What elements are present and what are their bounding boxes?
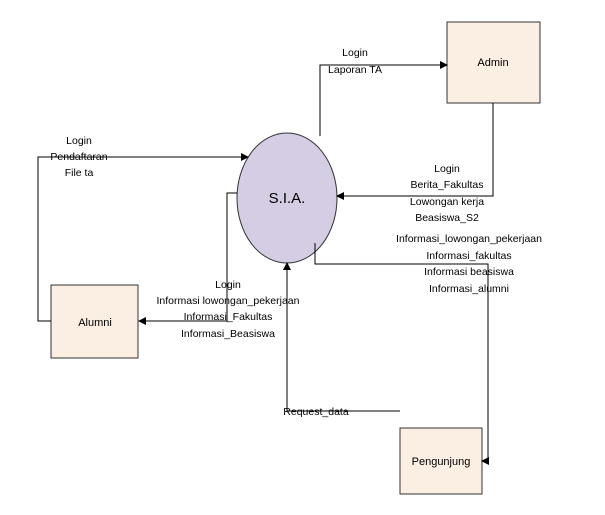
flow-label-line: Laporan TA xyxy=(328,64,382,76)
flow-label-line: Request_data xyxy=(283,406,349,418)
flow-label-line: Informasi_alumni xyxy=(429,283,509,295)
flow-label-line: Lowongan kerja xyxy=(410,196,484,208)
admin-entity xyxy=(446,21,541,104)
flow-label-line: Pendaftaran xyxy=(50,151,107,163)
pengunjung-entity xyxy=(399,427,483,495)
flow-label-line: Informasi lowongan_pekerjaan xyxy=(156,295,299,307)
label-sia-to-alumni: Login Informasi lowongan_pekerjaan Infor… xyxy=(156,279,299,340)
label-sia-to-admin: Login Laporan TA xyxy=(328,47,382,76)
label-sia-to-pengunjung: Informasi_lowongan_pekerjaan Informasi_f… xyxy=(396,233,542,295)
flow-label-line: Login xyxy=(66,135,92,147)
flow-sia-to-pengunjung xyxy=(314,243,489,465)
flow-label-line: Login xyxy=(215,279,241,291)
flow-admin-to-sia xyxy=(336,103,494,200)
label-alumni-to-sia: Login Pendaftaran File ta xyxy=(50,135,107,179)
flow-label-line: Informasi_Fakultas xyxy=(184,311,273,323)
flow-label-line: Login xyxy=(434,163,460,175)
flow-label-line: Informasi_fakultas xyxy=(426,250,511,262)
label-admin-to-sia: Login Berita_Fakultas Lowongan kerja Bea… xyxy=(410,163,484,224)
admin-label: Admin xyxy=(477,57,508,69)
alumni-label: Alumni xyxy=(78,317,112,329)
flow-alumni-to-sia xyxy=(37,153,249,322)
flow-label-line: Informasi_lowongan_pekerjaan xyxy=(396,233,542,245)
flow-label-line: File ta xyxy=(65,167,94,179)
flow-sia-to-admin xyxy=(319,61,448,136)
sia-process-label: S.I.A. xyxy=(269,190,306,207)
flow-label-line: Beasiswa_S2 xyxy=(415,212,479,224)
label-pengunjung-to-sia: Request_data xyxy=(283,406,349,418)
flow-label-line: Informasi beasiswa xyxy=(424,266,514,278)
flow-sia-to-alumni xyxy=(138,192,237,325)
alumni-entity xyxy=(50,284,139,359)
flow-label-line: Berita_Fakultas xyxy=(411,179,484,191)
pengunjung-label: Pengunjung xyxy=(412,456,471,468)
flow-pengunjung-to-sia xyxy=(283,262,400,412)
flow-label-line: Login xyxy=(342,47,368,59)
flow-label-line: Informasi_Beasiswa xyxy=(181,328,275,340)
